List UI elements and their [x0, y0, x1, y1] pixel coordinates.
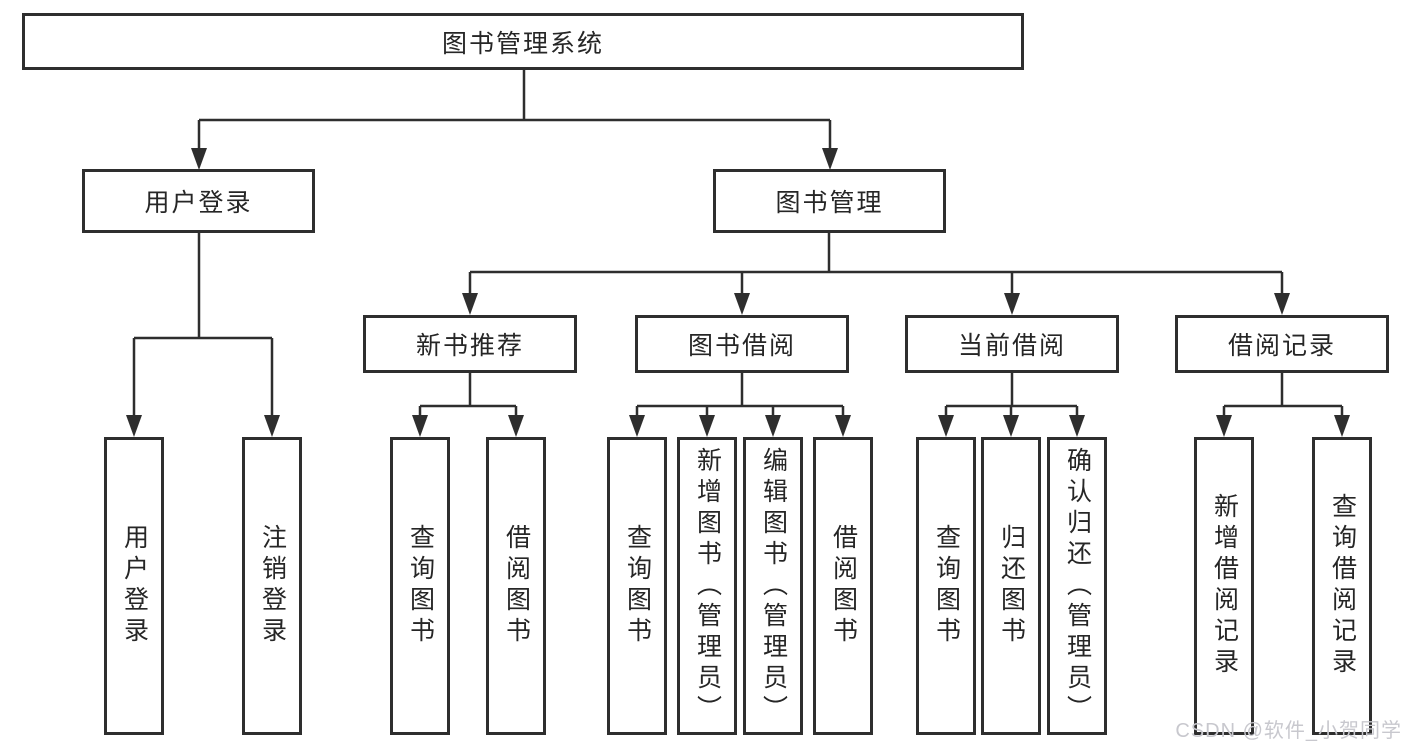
node-book-borrow: 图书借阅	[635, 315, 849, 373]
leaf-query-books-borrow: 查询图书	[607, 437, 667, 735]
arrow-down-icon	[1004, 293, 1020, 315]
arrow-down-icon	[264, 415, 280, 437]
node-label: 图书管理	[775, 189, 884, 217]
leaf-query-books-current: 查询图书	[916, 437, 976, 735]
connector-new-book-children	[418, 373, 518, 418]
arrow-down-icon	[765, 415, 781, 437]
leaf-label: 新增图书（管理员）	[693, 446, 722, 726]
connector-book-borrow-children	[635, 373, 845, 418]
leaf-label: 查询图书	[623, 524, 652, 648]
arrow-down-icon	[126, 415, 142, 437]
node-library-management-system: 图书管理系统	[22, 13, 1024, 70]
leaf-add-borrow-record: 新增借阅记录	[1194, 437, 1254, 735]
arrow-down-icon	[629, 415, 645, 437]
arrow-down-icon	[1334, 415, 1350, 437]
arrow-down-icon	[1003, 415, 1019, 437]
leaf-label: 查询图书	[406, 524, 435, 648]
arrow-down-icon	[191, 148, 207, 170]
node-user-login: 用户登录	[82, 169, 315, 233]
connector-current-borrow-children	[944, 373, 1079, 418]
arrow-down-icon	[822, 148, 838, 170]
leaf-user-login: 用户登录	[104, 437, 164, 735]
node-current-borrow: 当前借阅	[905, 315, 1119, 373]
node-book-management: 图书管理	[713, 169, 946, 233]
arrow-down-icon	[938, 415, 954, 437]
connector-book-management-to-level3	[468, 233, 1284, 296]
node-label: 当前借阅	[957, 332, 1066, 360]
leaf-edit-book-admin: 编辑图书（管理员）	[743, 437, 803, 735]
connector-root-to-level2	[197, 70, 832, 150]
arrow-down-icon	[1069, 415, 1085, 437]
connector-borrow-record-children	[1222, 373, 1344, 418]
node-borrow-records: 借阅记录	[1175, 315, 1389, 373]
arrow-down-icon	[734, 293, 750, 315]
leaf-borrow-books: 借阅图书	[813, 437, 873, 735]
arrowheads	[126, 148, 1350, 437]
leaf-return-book: 归还图书	[981, 437, 1041, 735]
arrow-down-icon	[699, 415, 715, 437]
connector-user-login-children	[132, 233, 274, 418]
arrow-down-icon	[462, 293, 478, 315]
leaf-add-book-admin: 新增图书（管理员）	[677, 437, 737, 735]
leaf-label: 借阅图书	[829, 524, 858, 648]
leaf-label: 编辑图书（管理员）	[759, 446, 788, 726]
arrow-down-icon	[1216, 415, 1232, 437]
leaf-label: 用户登录	[120, 524, 149, 648]
arrow-down-icon	[508, 415, 524, 437]
node-new-book-recommend: 新书推荐	[363, 315, 577, 373]
leaf-label: 注销登录	[258, 524, 287, 648]
arrow-down-icon	[835, 415, 851, 437]
leaf-query-borrow-record: 查询借阅记录	[1312, 437, 1372, 735]
arrow-down-icon	[412, 415, 428, 437]
leaf-logout: 注销登录	[242, 437, 302, 735]
leaf-label: 确认归还（管理员）	[1063, 446, 1092, 726]
leaf-query-books-recommend: 查询图书	[390, 437, 450, 735]
leaf-label: 查询借阅记录	[1328, 493, 1357, 679]
leaf-label: 查询图书	[932, 524, 961, 648]
csdn-watermark: CSDN @软件_小贺同学	[1175, 720, 1402, 742]
arrow-down-icon	[1274, 293, 1290, 315]
node-label: 图书管理系统	[441, 29, 604, 58]
leaf-label: 借阅图书	[502, 524, 531, 648]
node-label: 新书推荐	[415, 332, 524, 360]
leaf-borrow-books-recommend: 借阅图书	[486, 437, 546, 735]
node-label: 用户登录	[144, 189, 253, 217]
leaf-label: 新增借阅记录	[1210, 493, 1239, 679]
leaf-confirm-return-admin: 确认归还（管理员）	[1047, 437, 1107, 735]
leaf-label: 归还图书	[997, 524, 1026, 648]
node-label: 借阅记录	[1227, 332, 1336, 360]
node-label: 图书借阅	[687, 332, 796, 360]
